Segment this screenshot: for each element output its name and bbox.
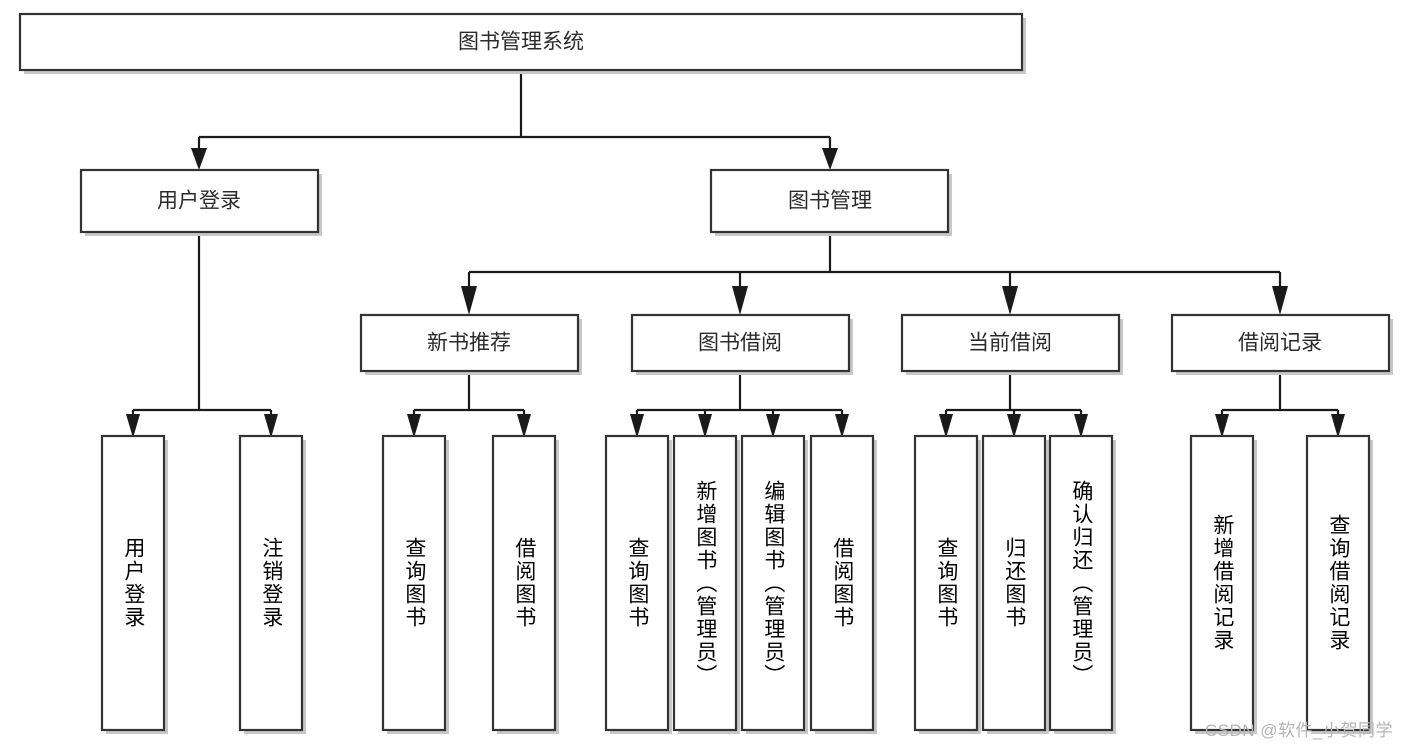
leaf-add-book-box[interactable] — [672, 434, 738, 732]
arrow-to-leaf-query-book-2 — [630, 414, 644, 438]
arrow-to-leaf-user-login — [126, 414, 140, 438]
arrow-root-to-user-login — [191, 148, 207, 170]
arrow-to-leaf-add-record — [1215, 414, 1229, 438]
node-current-borrow[interactable]: 当前借阅 — [900, 313, 1123, 375]
leaf-query-book-2-box[interactable] — [604, 434, 670, 732]
node-borrow-record[interactable]: 借阅记录 — [1170, 313, 1393, 375]
node-new-book-recommend[interactable]: 新书推荐 — [359, 313, 582, 375]
book-manage-box — [709, 168, 950, 234]
leaf-user-login-box[interactable] — [100, 434, 166, 732]
arrow-to-leaf-logout-login — [264, 414, 278, 438]
root-label: 图书管理系统 — [458, 31, 584, 54]
book-manage-label: 图书管理 — [788, 190, 872, 213]
arrow-to-leaf-query-record — [1331, 414, 1345, 438]
leaf-query-book-1-box[interactable] — [381, 434, 447, 732]
node-user-login[interactable]: 用户登录 — [79, 168, 322, 236]
leaf-query-book-3-box[interactable] — [913, 434, 979, 732]
arrow-root-to-book-manage — [822, 148, 838, 170]
arrow-to-borrow-record — [1272, 286, 1288, 315]
arrow-to-leaf-edit-book — [766, 414, 780, 438]
arrow-to-leaf-query-book-1 — [407, 414, 421, 438]
leaf-borrow-book-2-box[interactable] — [809, 434, 875, 732]
leaf-edit-book-box[interactable] — [740, 434, 806, 732]
borrow-record-box — [1170, 313, 1391, 373]
arrow-to-leaf-confirm-return — [1074, 414, 1088, 438]
arrow-to-leaf-query-book-3 — [939, 414, 953, 438]
csdn-watermark: CSDN @软件_小贺同学 — [1204, 721, 1393, 740]
leaf-add-record-box[interactable] — [1189, 434, 1255, 732]
arrow-to-book-borrow — [732, 286, 748, 315]
leaf-borrow-book-1-box[interactable] — [491, 434, 557, 732]
book-borrow-label: 图书借阅 — [698, 332, 782, 355]
node-book-manage[interactable]: 图书管理 — [709, 168, 952, 236]
new-book-recommend-box — [359, 313, 580, 373]
arrow-to-leaf-borrow-book-1 — [517, 414, 531, 438]
arrow-to-leaf-return-book — [1007, 414, 1021, 438]
arrow-to-leaf-add-book — [698, 414, 712, 438]
current-borrow-label: 当前借阅 — [968, 332, 1052, 355]
book-borrow-box — [630, 313, 851, 373]
leaf-query-record-box[interactable] — [1305, 434, 1371, 732]
arrow-to-current-borrow — [1002, 286, 1018, 315]
user-login-label: 用户登录 — [157, 190, 241, 213]
connector-layer — [126, 70, 1345, 438]
node-book-borrow[interactable]: 图书借阅 — [630, 313, 853, 375]
leaf-confirm-return-box[interactable] — [1048, 434, 1114, 732]
leaf-box-layer — [100, 434, 1373, 734]
arrow-to-leaf-borrow-book-2 — [835, 414, 849, 438]
borrow-record-label: 借阅记录 — [1238, 332, 1322, 355]
user-login-box — [79, 168, 320, 234]
new-book-recommend-label: 新书推荐 — [427, 332, 511, 355]
root-box — [18, 12, 1024, 72]
leaf-return-book-box[interactable] — [981, 434, 1047, 732]
leaf-logout-login-box[interactable] — [238, 434, 304, 732]
node-root[interactable]: 图书管理系统 — [18, 12, 1026, 74]
current-borrow-box — [900, 313, 1121, 373]
arrow-to-new-book-recommend — [461, 286, 477, 315]
